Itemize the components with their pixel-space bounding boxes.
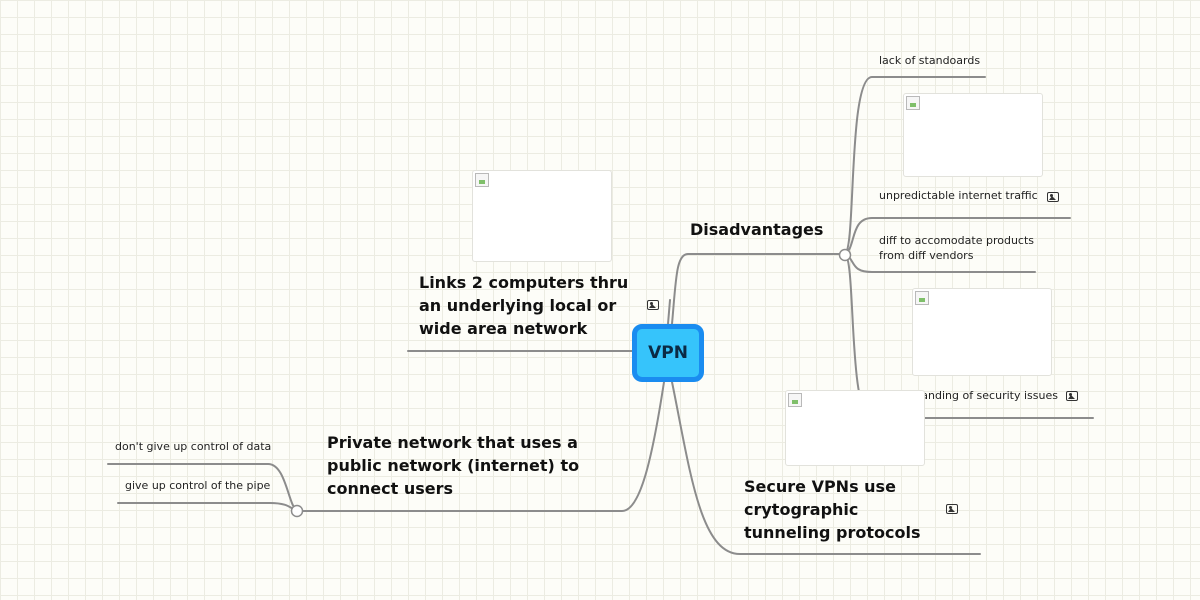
image-icon[interactable] bbox=[647, 300, 659, 310]
broken-image-icon bbox=[915, 291, 929, 305]
disadvantage-unpredictable-traffic[interactable]: unpredictable internet traffic bbox=[879, 189, 1038, 202]
image-icon[interactable] bbox=[1066, 391, 1078, 401]
broken-image-icon bbox=[788, 393, 802, 407]
connector-links-stem bbox=[667, 299, 671, 325]
secure-vpn-image bbox=[785, 390, 925, 466]
connector-disadvantages bbox=[671, 253, 846, 325]
private-child-control-data[interactable]: don't give up control of data bbox=[115, 440, 272, 453]
unpredictable-traffic-image bbox=[903, 93, 1043, 177]
private-network-topic[interactable]: Private network that uses a public netwo… bbox=[327, 433, 580, 498]
private-branch-joint[interactable] bbox=[290, 504, 304, 518]
broken-image-icon bbox=[906, 96, 920, 110]
links-topic[interactable]: Links 2 computers thru an underlying loc… bbox=[419, 273, 629, 338]
central-topic[interactable]: VPN bbox=[632, 324, 704, 382]
private-child-control-pipe[interactable]: give up control of the pipe bbox=[125, 479, 271, 492]
secure-vpn-topic[interactable]: Secure VPNs use crytographic tunneling p… bbox=[744, 477, 921, 542]
security-issues-image bbox=[912, 288, 1052, 376]
connector-dis-child-1 bbox=[844, 76, 986, 255]
broken-image-icon bbox=[475, 173, 489, 187]
connector-private bbox=[296, 381, 665, 512]
central-topic-label: VPN bbox=[637, 329, 699, 377]
connector-private-child-2 bbox=[117, 502, 298, 512]
disadvantages-branch-joint[interactable] bbox=[838, 248, 852, 262]
disadvantages-topic[interactable]: Disadvantages bbox=[690, 220, 824, 239]
disadvantage-vendor-products[interactable]: diff to accomodate products from diff ve… bbox=[879, 234, 1035, 262]
links-image bbox=[472, 170, 612, 262]
image-icon[interactable] bbox=[1047, 192, 1059, 202]
disadvantage-lack-of-standards[interactable]: lack of standoards bbox=[879, 54, 981, 67]
connector-secure bbox=[671, 381, 981, 555]
image-icon[interactable] bbox=[946, 504, 958, 514]
